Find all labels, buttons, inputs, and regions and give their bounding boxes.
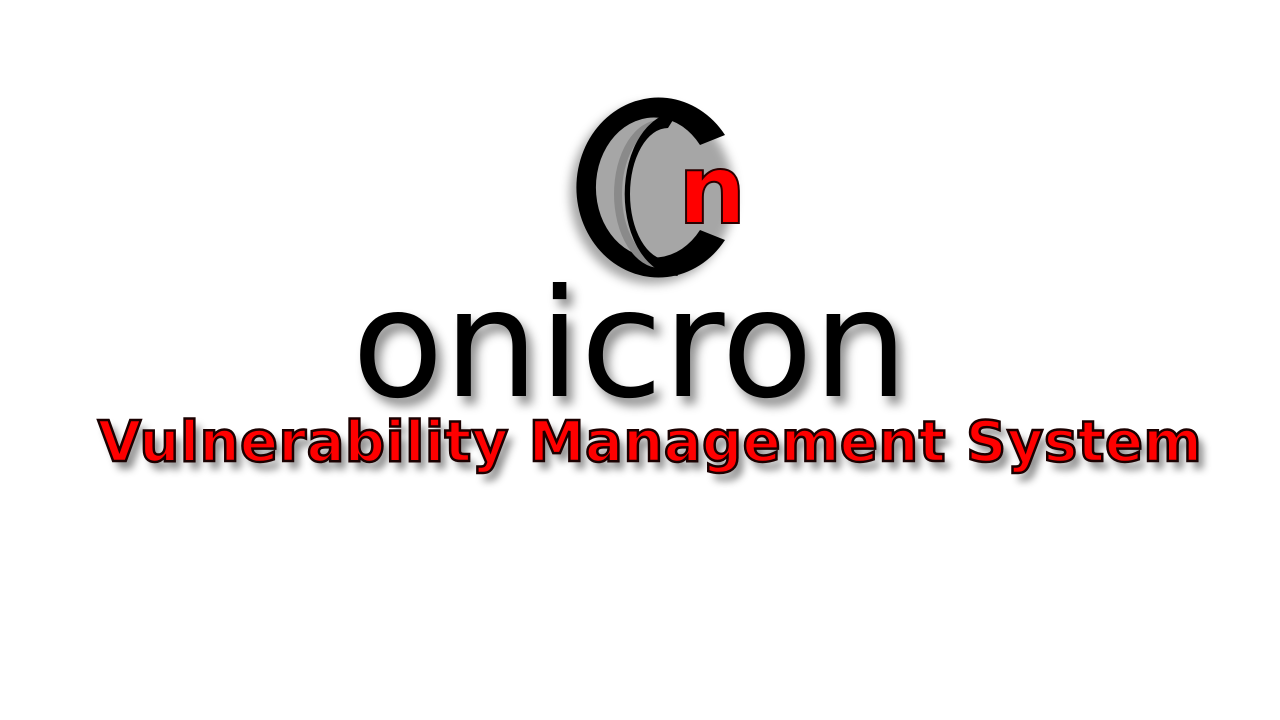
brand-name: onicron [351, 258, 909, 432]
brand-tagline: Vulnerability Management System [96, 409, 1203, 477]
onicron-logo-icon: n [570, 97, 747, 284]
logo-letter-n: n [678, 134, 746, 246]
